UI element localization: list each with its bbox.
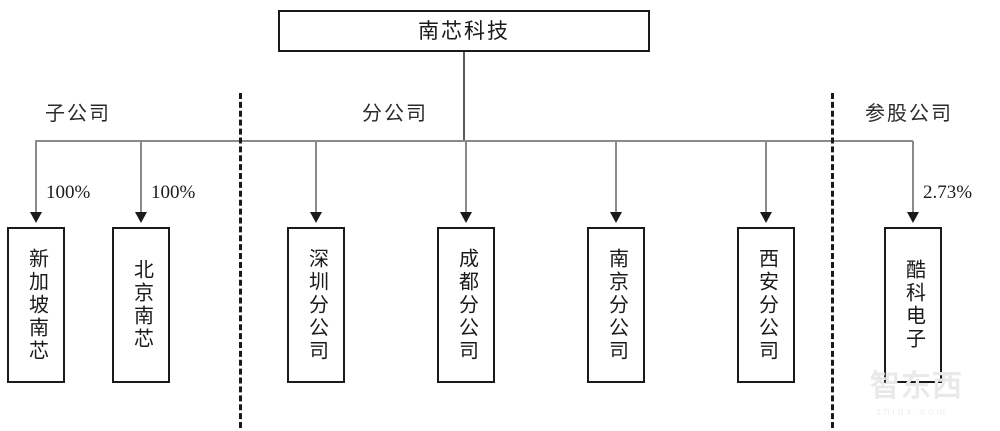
drop-line-kuke-electronics [912,141,914,214]
arrowhead-chengdu-branch [460,212,472,223]
ownership-label-beijing-nanxin: 100% [151,182,196,203]
node-singapore-nanxin[interactable]: 新加坡南芯 [7,227,65,383]
node-nanjing-branch[interactable]: 南京分公司 [587,227,645,383]
node-label-singapore-nanxin: 新加坡南芯 [25,247,48,363]
arrowhead-beijing-nanxin [135,212,147,223]
node-chengdu-branch[interactable]: 成都分公司 [437,227,495,383]
node-label-chengdu-branch: 成都分公司 [455,247,478,363]
arrowhead-kuke-electronics [907,212,919,223]
node-label-kuke-electronics: 酷科电子 [902,259,925,351]
section-label-branches: 分公司 [362,103,428,125]
root-connector-line [463,52,465,142]
node-label-nanjing-branch: 南京分公司 [605,247,628,363]
root-company-label: 南芯科技 [418,18,510,43]
root-company-box[interactable]: 南芯科技 [278,10,650,52]
arrowhead-shenzhen-branch [310,212,322,223]
divider-branches-affiliates [831,93,834,428]
drop-line-chengdu-branch [465,141,467,214]
horizontal-bus-line [35,140,913,142]
drop-line-nanjing-branch [615,141,617,214]
arrowhead-singapore-nanxin [30,212,42,223]
drop-line-xian-branch [765,141,767,214]
node-label-xian-branch: 西安分公司 [755,247,778,363]
node-label-beijing-nanxin: 北京南芯 [130,259,153,351]
section-label-affiliates: 参股公司 [865,103,953,125]
section-label-subsidiaries: 子公司 [45,103,111,125]
arrowhead-nanjing-branch [610,212,622,223]
drop-line-shenzhen-branch [315,141,317,214]
watermark-url-text: zhidx.com [876,407,949,418]
node-kuke-electronics[interactable]: 酷科电子 [884,227,942,383]
node-beijing-nanxin[interactable]: 北京南芯 [112,227,170,383]
ownership-label-kuke-electronics: 2.73% [923,182,973,203]
node-label-shenzhen-branch: 深圳分公司 [305,247,328,363]
drop-line-singapore-nanxin [35,141,37,214]
node-shenzhen-branch[interactable]: 深圳分公司 [287,227,345,383]
drop-line-beijing-nanxin [140,141,142,214]
arrowhead-xian-branch [760,212,772,223]
divider-subsidiaries-branches [239,93,242,428]
ownership-label-singapore-nanxin: 100% [46,182,91,203]
node-xian-branch[interactable]: 西安分公司 [737,227,795,383]
